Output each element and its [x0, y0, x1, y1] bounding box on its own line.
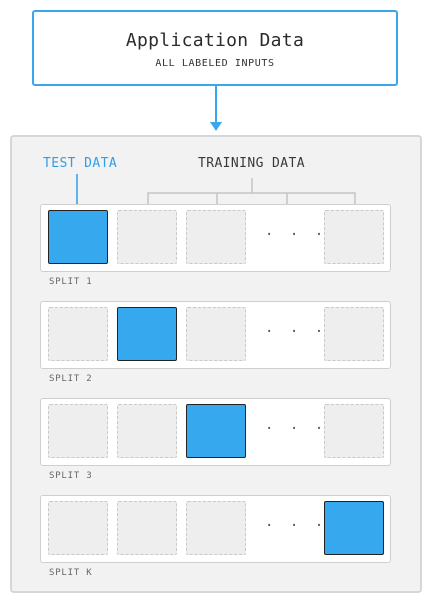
split-label: SPLIT 2 [49, 374, 93, 384]
ellipsis: · · · [265, 227, 328, 243]
down-arrow-head [210, 122, 222, 131]
training-fold-cell [117, 501, 177, 555]
application-data-box: Application Data ALL LABELED INPUTS [32, 10, 398, 86]
test-fold-cell [324, 501, 384, 555]
split-row: · · · [40, 398, 391, 466]
test-fold-cell [117, 307, 177, 361]
application-data-title: Application Data [125, 30, 305, 51]
training-fold-cell [324, 404, 384, 458]
training-fold-cell [186, 210, 246, 264]
training-fold-cell [186, 501, 246, 555]
training-fold-cell [324, 307, 384, 361]
training-fold-cell [48, 404, 108, 458]
ellipsis: · · · [265, 421, 328, 437]
training-fold-cell [117, 210, 177, 264]
training-fold-cell [186, 307, 246, 361]
split-label: SPLIT 3 [49, 471, 93, 481]
ellipsis: · · · [265, 518, 328, 534]
training-fold-cell [324, 210, 384, 264]
split-row: · · · [40, 495, 391, 563]
split-row: · · · [40, 301, 391, 369]
training-fold-cell [48, 501, 108, 555]
training-fold-cell [48, 307, 108, 361]
training-bracket [147, 192, 356, 211]
test-data-label: TEST DATA [43, 156, 118, 171]
training-data-label: TRAINING DATA [198, 156, 305, 171]
split-row: · · · [40, 204, 391, 272]
split-label: SPLIT 1 [49, 277, 93, 287]
split-label: SPLIT K [49, 568, 93, 578]
test-fold-cell [48, 210, 108, 264]
training-fold-cell [117, 404, 177, 458]
application-data-subtitle: ALL LABELED INPUTS [155, 58, 275, 69]
test-fold-cell [186, 404, 246, 458]
ellipsis: · · · [265, 324, 328, 340]
